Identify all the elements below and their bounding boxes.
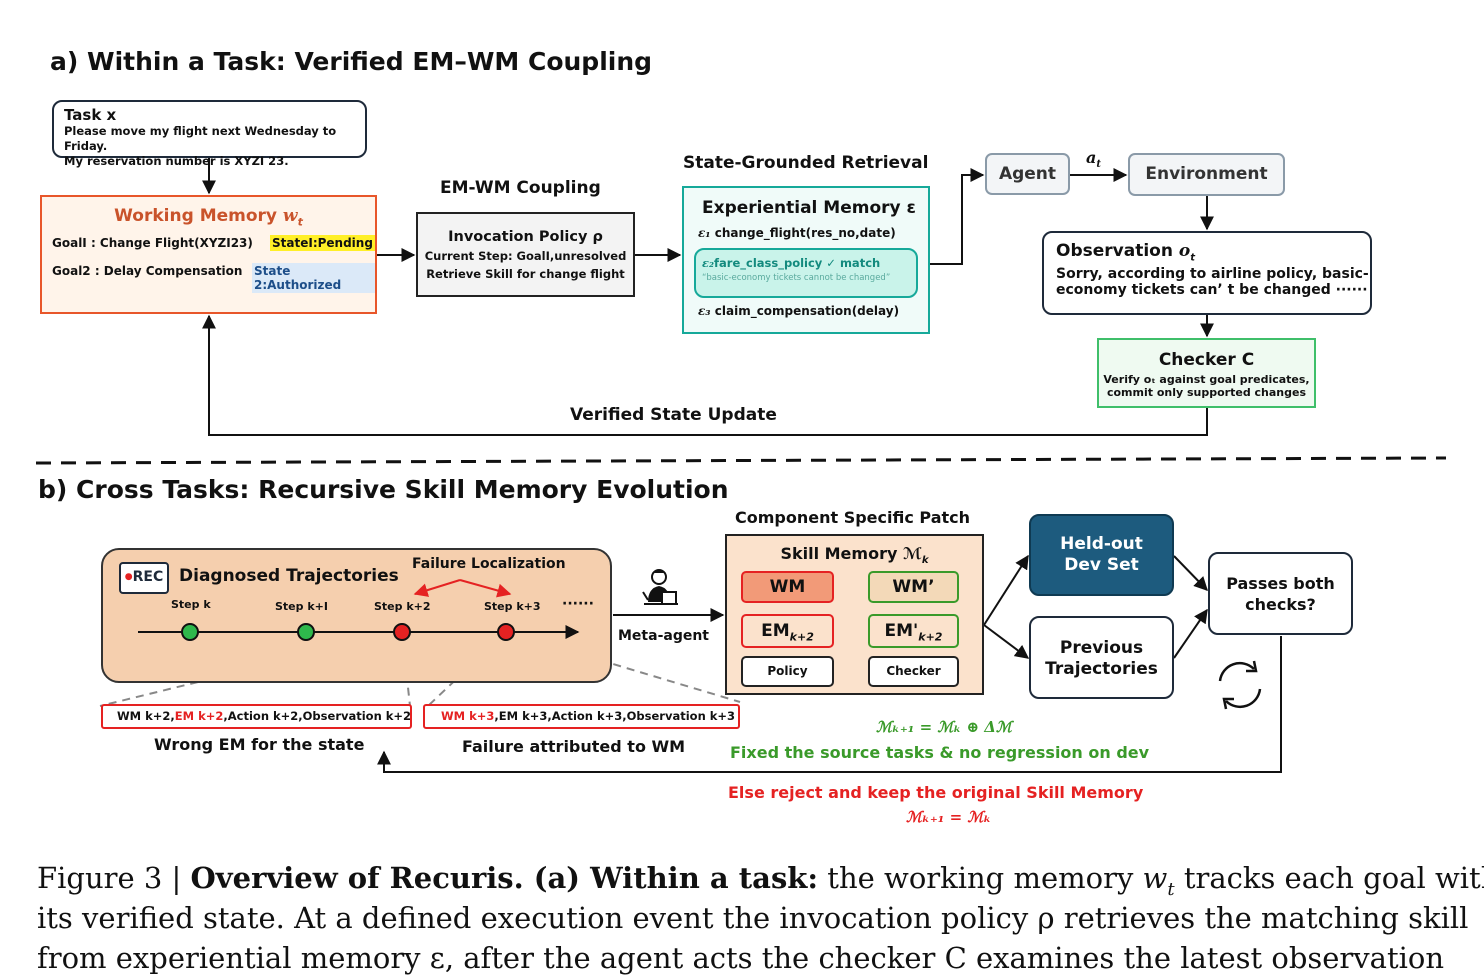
checker-line-2: commit only supported changes bbox=[1106, 386, 1307, 399]
goal-2: Goal2 : Delay Compensation bbox=[52, 264, 243, 278]
state-2-badge: State 2:Authorized bbox=[252, 263, 375, 293]
connector-layer bbox=[35, 158, 1447, 773]
verified-state-update-label: Verified State Update bbox=[570, 405, 777, 425]
entry-e2-quote: “basic-economy tickets cannot be changed… bbox=[702, 273, 891, 283]
coupling-label: EM-WM Coupling bbox=[440, 178, 601, 198]
step-label-k2: Step k+2 bbox=[374, 600, 431, 613]
wm-old: WM bbox=[741, 571, 834, 603]
state-1-badge: StateⅠ:Pending bbox=[270, 235, 375, 251]
invocation-policy-box: Invocation Policy ρ Current Step: GoalⅠ,… bbox=[416, 212, 635, 297]
meta-agent-icon bbox=[642, 569, 678, 605]
experiential-memory-box: Experiential Memory ε ε₁ change_flight(r… bbox=[682, 186, 930, 334]
reject-text: Else reject and keep the original Skill … bbox=[728, 783, 1144, 802]
reject-equation: ℳₖ₊₁ = ℳₖ bbox=[906, 808, 992, 826]
more-steps: ······ bbox=[562, 596, 594, 612]
wm-new: WM’ bbox=[868, 571, 959, 603]
checker-chip: Checker bbox=[868, 656, 959, 687]
em-new: EM'k+2 bbox=[868, 614, 959, 648]
step-label-k3: Step k+3 bbox=[484, 600, 541, 613]
working-memory-title: Working Memory wt bbox=[114, 206, 303, 229]
diagnosed-trajectories-title: Diagnosed Trajectories bbox=[179, 566, 399, 586]
step-label-k1: Step k+Ⅰ bbox=[275, 600, 328, 613]
component-patch-label: Component Specific Patch bbox=[735, 508, 971, 527]
passes-checks-box: Passes both checks? bbox=[1208, 552, 1353, 635]
refresh-cycle-icon bbox=[1218, 660, 1262, 710]
task-title: Task x bbox=[64, 106, 117, 124]
task-line-1: Please move my flight next Wednesday to … bbox=[64, 124, 337, 153]
failure-localization-label: Failure Localization bbox=[412, 556, 566, 572]
skill-memory-title: Skill Memory ℳk bbox=[780, 544, 929, 567]
figure-caption-line-2: its verified state. At a defined executi… bbox=[37, 901, 1469, 935]
invocation-policy-title: Invocation Policy ρ bbox=[448, 229, 603, 245]
step-k-node bbox=[181, 623, 199, 641]
update-equation: ℳₖ₊₁ = ℳₖ ⊕ Δℳ bbox=[876, 718, 1012, 736]
previous-trajectories-box: Previous Trajectories bbox=[1029, 616, 1174, 699]
task-box: Task x Please move my flight next Wednes… bbox=[52, 100, 367, 168]
retrieve-skill: Retrieve Skill for change flight bbox=[426, 267, 625, 281]
retrieval-label: State-Grounded Retrieval bbox=[683, 153, 929, 173]
record-2-caption: Failure attributed to WM bbox=[462, 737, 686, 756]
timeline bbox=[138, 579, 580, 641]
observation-title: Observation ot bbox=[1056, 241, 1195, 264]
previous-line-2: Trajectories bbox=[1045, 659, 1158, 679]
current-step: Current Step: GoalⅠ,unresolved bbox=[424, 249, 627, 263]
agent-box: Agent bbox=[985, 153, 1070, 195]
action-label: at bbox=[1086, 148, 1101, 171]
entry-e1: ε₁ change_flight(res_no,date) bbox=[698, 226, 896, 240]
entry-e2: ε₂fare_class_policy ✓ match bbox=[702, 256, 881, 270]
observation-line-2: economy tickets can’ t be changed ······ bbox=[1056, 282, 1368, 299]
environment-box: Environment bbox=[1128, 153, 1285, 196]
working-memory-box: Working Memory wt GoalⅠ : Change Flight(… bbox=[40, 195, 377, 314]
passes-line-1: Passes both bbox=[1226, 574, 1335, 593]
task-line-2: My reservation number is XYZΙ 23. bbox=[64, 154, 289, 168]
figure-caption-line-3: from experiential memory ε, after the ag… bbox=[37, 941, 1445, 975]
experiential-memory-title: Experiential Memory ε bbox=[702, 198, 916, 218]
step-k3-node bbox=[497, 623, 515, 641]
observation-line-1: Sorry, according to airline policy, basi… bbox=[1056, 266, 1369, 283]
meta-agent-label: Meta-agent bbox=[618, 628, 709, 644]
previous-line-1: Previous bbox=[1059, 638, 1144, 658]
observation-box: Observation ot Sorry, according to airli… bbox=[1042, 231, 1372, 315]
record-1-caption: Wrong EM for the state bbox=[154, 735, 365, 754]
em-old: EMk+2 bbox=[741, 614, 834, 648]
update-text: Fixed the source tasks & no regression o… bbox=[730, 743, 1150, 762]
policy-chip: Policy bbox=[741, 656, 834, 687]
diagnosed-trajectories-box bbox=[101, 548, 612, 683]
skill-memory-box: Skill Memory ℳk WM WM’ EMk+2 EM'k+2 Poli… bbox=[725, 534, 984, 695]
entry-e3: ε₃ claim_compensation(delay) bbox=[698, 304, 900, 318]
entry-e2-box: ε₂fare_class_policy ✓ match “basic-econo… bbox=[694, 248, 918, 298]
checker-title: Checker C bbox=[1158, 350, 1255, 370]
figure-caption-line-1: Figure 3 | Overview of Recuris. (a) With… bbox=[37, 861, 1484, 900]
step-k1-node bbox=[297, 623, 315, 641]
step-k2-node bbox=[393, 623, 411, 641]
heldout-dev-set-box: Held-out Dev Set bbox=[1029, 514, 1174, 596]
rec-icon: ●REC bbox=[119, 562, 169, 594]
failure-record-2: WM k+3,EM k+3,Action k+3,Observation k+3 bbox=[423, 704, 740, 729]
passes-line-2: checks? bbox=[1245, 595, 1316, 614]
failure-record-1: WM k+2,EM k+2,Action k+2,Observation k+2 bbox=[101, 704, 412, 729]
section-a-title: a) Within a Task: Verified EM–WM Couplin… bbox=[50, 47, 653, 76]
heldout-line-1: Held-out bbox=[1060, 534, 1143, 554]
section-b-title: b) Cross Tasks: Recursive Skill Memory E… bbox=[38, 475, 729, 504]
heldout-line-2: Dev Set bbox=[1064, 555, 1139, 575]
checker-box: Checker C Verify oₜ against goal predica… bbox=[1097, 338, 1316, 408]
checker-line-1: Verify oₜ against goal predicates, bbox=[1103, 373, 1310, 386]
goal-1: GoalⅠ : Change Flight(XYZⅠ23) bbox=[52, 236, 253, 250]
step-label-k: Step k bbox=[171, 598, 211, 611]
